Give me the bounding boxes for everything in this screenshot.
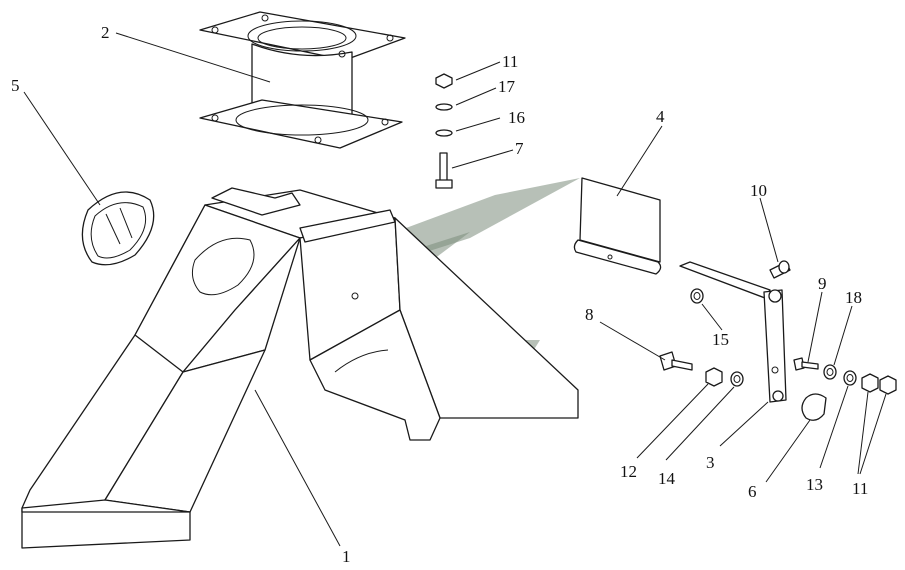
callout-16: 13 (806, 475, 823, 494)
part-11-nut-right-a (861, 373, 879, 393)
callout-3: 3 (706, 453, 715, 472)
callout-8: 8 (585, 305, 594, 324)
callout-17: 16 (508, 108, 525, 127)
callout-14: 14 (658, 469, 676, 488)
callout-1: 1 (342, 547, 351, 566)
part-12-nut (705, 367, 723, 387)
part-6-rubber-cap (801, 393, 827, 421)
callout-11-right: 11 (852, 479, 868, 498)
part-15-washer (690, 288, 704, 304)
part-16-washer (843, 370, 857, 386)
callout-6: 6 (748, 482, 757, 501)
callout-13: 17 (498, 77, 516, 96)
part-8-bolt (659, 351, 693, 371)
part-2-flange-tube (199, 11, 406, 149)
callout-10: 10 (750, 181, 767, 200)
callout-4: 4 (656, 107, 665, 126)
part-13-washer (435, 103, 453, 111)
part-11-nut-right-b (879, 375, 897, 395)
callout-5: 5 (11, 76, 20, 95)
part-10-pin (769, 260, 791, 279)
part-18-washer (823, 364, 837, 380)
callout-12: 12 (620, 462, 637, 481)
part-1-main-housing (21, 187, 579, 549)
part-17-washer (435, 129, 453, 137)
part-9-bolt (793, 357, 819, 371)
callout-15: 15 (712, 330, 729, 349)
part-14-washer (730, 371, 744, 387)
part-3-lever-assembly (679, 261, 787, 403)
callout-11-top: 11 (502, 52, 518, 71)
part-11-nut-top (435, 73, 453, 89)
leader-lines (23, 32, 887, 547)
callout-9: 9 (818, 274, 827, 293)
callout-7: 7 (515, 139, 524, 158)
callout-2: 2 (101, 23, 110, 42)
callout-labels: 2 5 1 11 17 16 7 4 10 9 18 15 8 12 14 3 … (11, 23, 868, 566)
part-7-bolt (435, 152, 453, 189)
callout-18: 18 (845, 288, 862, 307)
part-5-round-lid (81, 191, 155, 266)
part-4-flap-plate (573, 177, 662, 275)
